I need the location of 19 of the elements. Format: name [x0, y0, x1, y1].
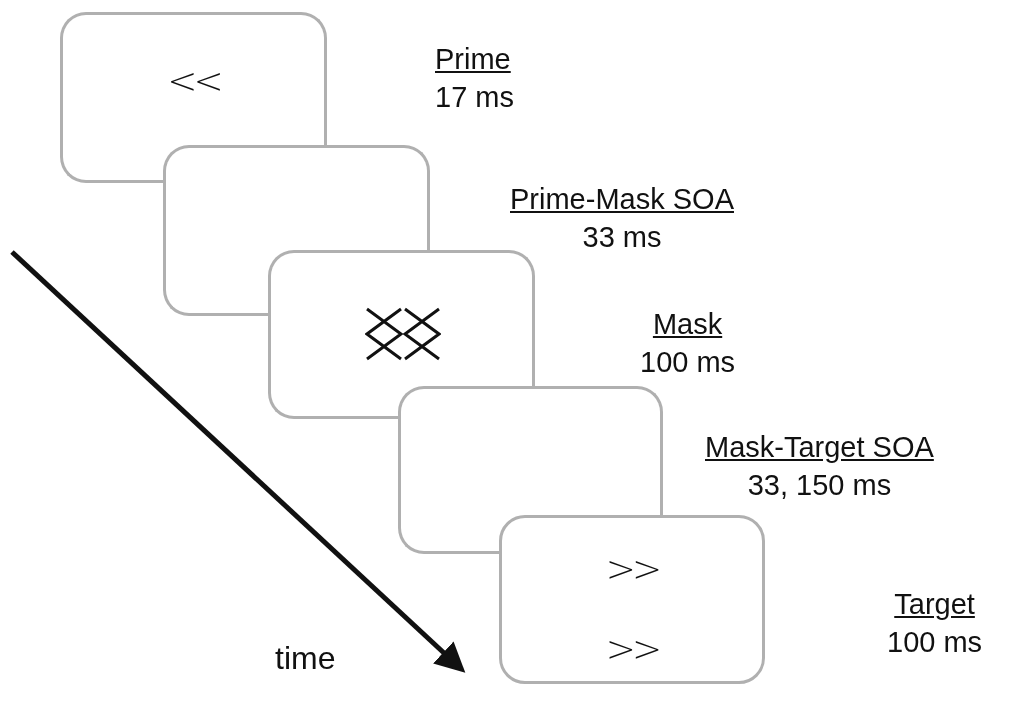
duration-text: 33, 150 ms: [746, 468, 893, 503]
duration-text: 100 ms: [887, 625, 983, 660]
arrow-symbol: >>: [604, 628, 660, 669]
arrow-symbol: <<: [166, 60, 221, 101]
phase-name: Prime-Mask SOA: [510, 182, 734, 217]
phase-name: Prime: [435, 42, 512, 77]
duration-text: 100 ms: [640, 345, 736, 380]
axis-label: time: [275, 640, 336, 677]
screen-frame: [398, 386, 663, 515]
arrow-symbol: >>: [604, 548, 660, 589]
phase-name: Mask-Target SOA: [705, 430, 934, 465]
phase-name: Mask: [651, 307, 724, 342]
duration-text: 17 ms: [435, 80, 514, 115]
phase-name: Target: [893, 587, 976, 622]
screen-frame: [268, 250, 535, 386]
duration-text: 33 ms: [581, 220, 663, 255]
screen-frame: [499, 515, 765, 684]
screen-frame: [163, 145, 430, 250]
screen-frame: [60, 12, 327, 145]
